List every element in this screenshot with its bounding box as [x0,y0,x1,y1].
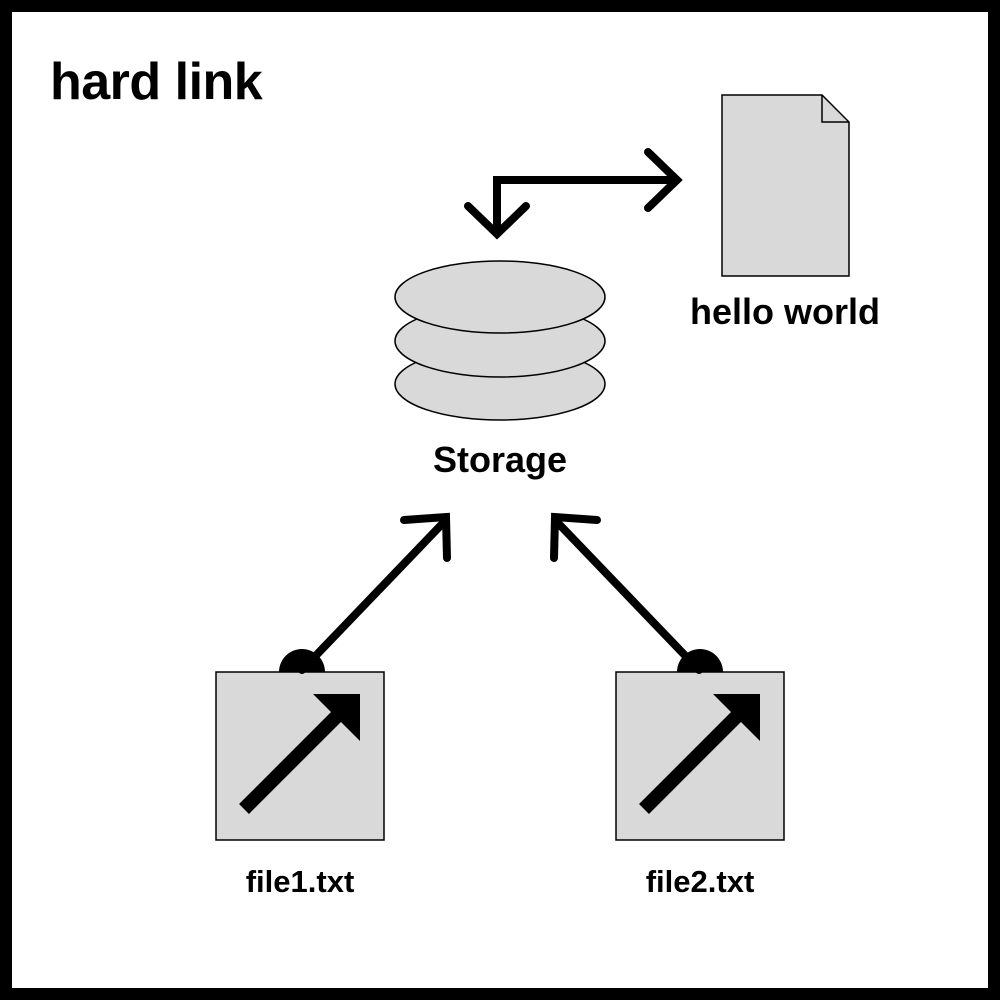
file1-link-arrow [279,512,451,674]
arrowhead-down [464,202,530,240]
disk-top [394,260,606,334]
page-title: hard link [50,53,263,111]
file1-shortcut-arrow-shaft [239,710,343,814]
document-page [721,94,850,277]
document-label: hello world [689,291,880,332]
file2-link-arrowhead [550,512,601,562]
arrowhead-right [644,148,683,212]
file1-shortcut-arrowhead [313,694,360,741]
file2-shortcut-arrow-shaft [639,710,743,814]
file1-link-line [298,518,448,674]
document-fold [821,95,849,123]
file2-shortcut-arrowhead [713,694,760,741]
storage-label: Storage [432,439,568,480]
file2-link-line [553,518,703,674]
arrow-line [493,176,680,236]
document-icon [721,94,850,277]
file1-link-arrowhead [400,512,451,562]
storage-document-arrow [464,148,683,240]
file2-link-arrow [550,512,723,674]
file1-label: file1.txt [245,864,355,899]
file2-label: file2.txt [645,864,755,899]
file2-shortcut-icon [615,671,785,841]
file1-shortcut-icon [215,671,385,841]
database-icon [394,260,606,421]
